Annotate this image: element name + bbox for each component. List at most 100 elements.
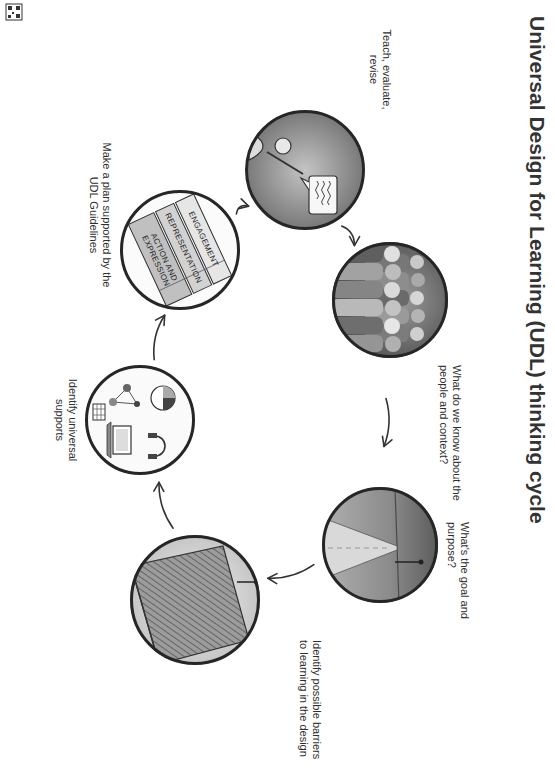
supports-illustration-part [93,404,105,420]
step-label: Identify universal supports [53,363,79,478]
people-illustration-part-part [410,255,424,269]
supports-illustration-part [155,436,165,456]
step-label: Teach, evaluate, revise [367,22,393,117]
people-illustration-part-part [384,318,400,334]
supports-illustration-part [163,386,175,398]
goal-illustration-part [315,487,424,603]
barrier-illustration [130,535,260,665]
plan-illustration [120,190,240,310]
barrier-illustration-part-part [237,581,255,583]
cycle-step-node: Teach, evaluate, revise [245,110,365,230]
circle-border [122,192,239,309]
supports-illustration-part [85,365,195,475]
circle-outline [130,535,260,665]
qr-code-part [16,6,20,10]
teach-illustration-part-part [328,181,331,205]
cycle-arrow [236,199,248,214]
step-label-group: Identify possible barriers to learning i… [297,640,323,765]
goal-illustration-part-part [319,548,389,549]
cycle-arrow [342,226,360,246]
circle-border [334,244,447,357]
people-illustration-part-part [410,327,424,341]
people-illustration-part [332,242,448,358]
step-label-group: What's the goal and purpose? [445,522,471,637]
qr-code-part [16,14,20,18]
circle-outline [332,242,448,358]
cycle-arrow [383,399,392,447]
cycle-arrow [154,315,165,359]
qr-code-part [6,4,22,20]
cycle-step-node: What do we know about the people and con… [332,242,448,358]
diagram-title: Universal Design for Learning (UDL) thin… [525,16,549,524]
teach-illustration-part [247,112,363,228]
step-label-group: What do we know about the people and con… [437,365,463,515]
qr-code [6,4,22,20]
teach-illustration-part-part [267,152,303,174]
goal-illustration [315,487,438,603]
qr-code-part [8,15,11,18]
arrow-shaft [154,315,165,359]
step-label: Identify possible barriers to learning i… [297,640,323,765]
people-illustration-part-part [411,273,425,287]
arrow-shaft [384,399,389,447]
goal-illustration-part-part [419,560,424,565]
teach-illustration-part-part [301,178,309,190]
barrier-illustration-part-part [131,546,249,664]
people-illustration-part-part [410,291,424,305]
step-label: What do we know about the people and con… [437,365,463,515]
arrow-head [383,436,392,446]
supports-illustration-part [148,433,157,438]
arrow-head [350,237,360,246]
supports-illustration-part [107,422,111,458]
circle-border [87,367,194,474]
qr-code-part [8,6,12,10]
step-label-group: Make a plan supported by the UDL Guideli… [87,140,113,290]
people-illustration-part-part [411,309,425,323]
people-illustration-part-part [385,264,401,280]
teach-illustration-part-part [316,181,319,199]
supports-illustration-part [113,426,131,454]
people-illustration-part-part [331,335,383,352]
circle-border [324,489,437,602]
plan-illustration-part [128,194,231,306]
supports-illustration-part [109,398,117,406]
teach-illustration-part-part [309,176,337,214]
supports-illustration-part [151,386,175,410]
arrow-shaft [268,565,314,579]
people-illustration-part-part [331,299,383,316]
arrow-head [156,315,165,325]
qr-code-part [12,12,14,14]
circle-outline [245,110,365,230]
cycle-step-node: What's the goal and purpose? [322,487,438,603]
people-illustration [331,242,448,358]
teach-illustration-part-part [275,138,291,154]
circle-outline [322,487,438,603]
teach-illustration-part [249,132,337,214]
goal-illustration-part-part [395,487,399,603]
cycle-arrow [154,482,173,528]
barrier-illustration-part [130,535,260,665]
circle-border [247,112,364,229]
supports-illustration-part [134,401,140,407]
arrow-head [268,574,277,584]
cycle-step-node: Identify universal supports [85,365,195,475]
teach-illustration [247,112,363,228]
arrow-shaft [159,482,173,528]
people-illustration-part-part [384,282,400,298]
arrow-head [239,199,249,209]
circle-outline [85,365,195,475]
cycle-step-node: Identify possible barriers to learning i… [130,535,260,665]
goal-illustration-part-part [395,561,419,563]
supports-illustration-part [163,398,175,410]
people-illustration-part-part [385,336,401,352]
cycle-arrow [268,565,314,584]
supports-illustration [85,365,195,475]
step-label: Make a plan supported by the UDL Guideli… [87,140,113,290]
step-label: What's the goal and purpose? [445,522,471,637]
circle-border [132,537,259,664]
arrow-head [154,482,164,491]
people-illustration-part-part [384,246,400,262]
supports-illustration-part [93,404,105,420]
